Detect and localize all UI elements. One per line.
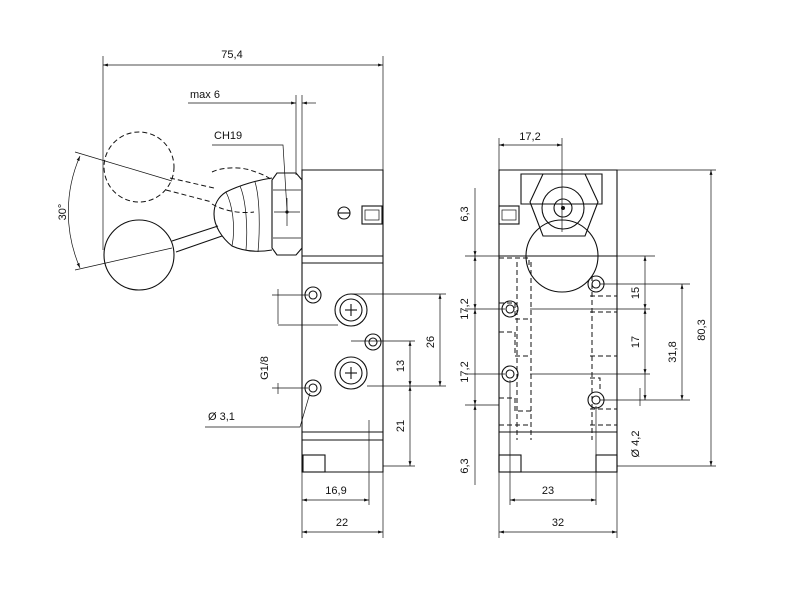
dim-17-2-top: 17,2 — [519, 131, 540, 143]
dim-hole-right: Ø 4,2 — [630, 431, 642, 458]
dim-32: 32 — [552, 517, 564, 529]
port-2 — [334, 356, 368, 390]
dim-15: 15 — [630, 287, 642, 299]
front-view: 17,2 6,3 17,2 17,2 6,3 15 17 31,8 80,3 Ø… — [459, 131, 716, 538]
dim-17-2-a: 17,2 — [459, 298, 471, 319]
valve-body-side — [301, 169, 384, 473]
dim-6-3-top: 6,3 — [459, 206, 471, 221]
dim-80-3: 80,3 — [696, 319, 708, 340]
dim-hole-left: Ø 3,1 — [208, 411, 235, 423]
dim-21: 21 — [395, 420, 407, 432]
dim-port: G1/8 — [259, 356, 271, 380]
dim-17-2-b: 17,2 — [459, 361, 471, 382]
dim-hex: CH19 — [214, 130, 242, 142]
dim-13: 13 — [395, 360, 407, 372]
dim-22: 22 — [336, 517, 348, 529]
dim-overall-width: 75,4 — [221, 49, 242, 61]
lever-boot — [213, 177, 273, 252]
dim-17: 17 — [630, 336, 642, 348]
lever-knob-alt — [103, 131, 175, 203]
dim-23: 23 — [542, 485, 554, 497]
dim-6-3-bottom: 6,3 — [459, 458, 471, 473]
dim-angle: 30° — [57, 204, 69, 221]
hex-nut — [271, 172, 303, 256]
dim-16-9: 16,9 — [325, 485, 346, 497]
hex-head-front — [529, 173, 599, 237]
dim-31-8: 31,8 — [667, 341, 679, 362]
lever-shaft — [171, 225, 223, 253]
dim-max: max 6 — [190, 89, 220, 101]
lever-knob — [103, 219, 175, 291]
dim-26: 26 — [425, 336, 437, 348]
side-view: 75,4 max 6 CH19 30° G1/8 Ø 3,1 26 13 — [57, 49, 446, 538]
